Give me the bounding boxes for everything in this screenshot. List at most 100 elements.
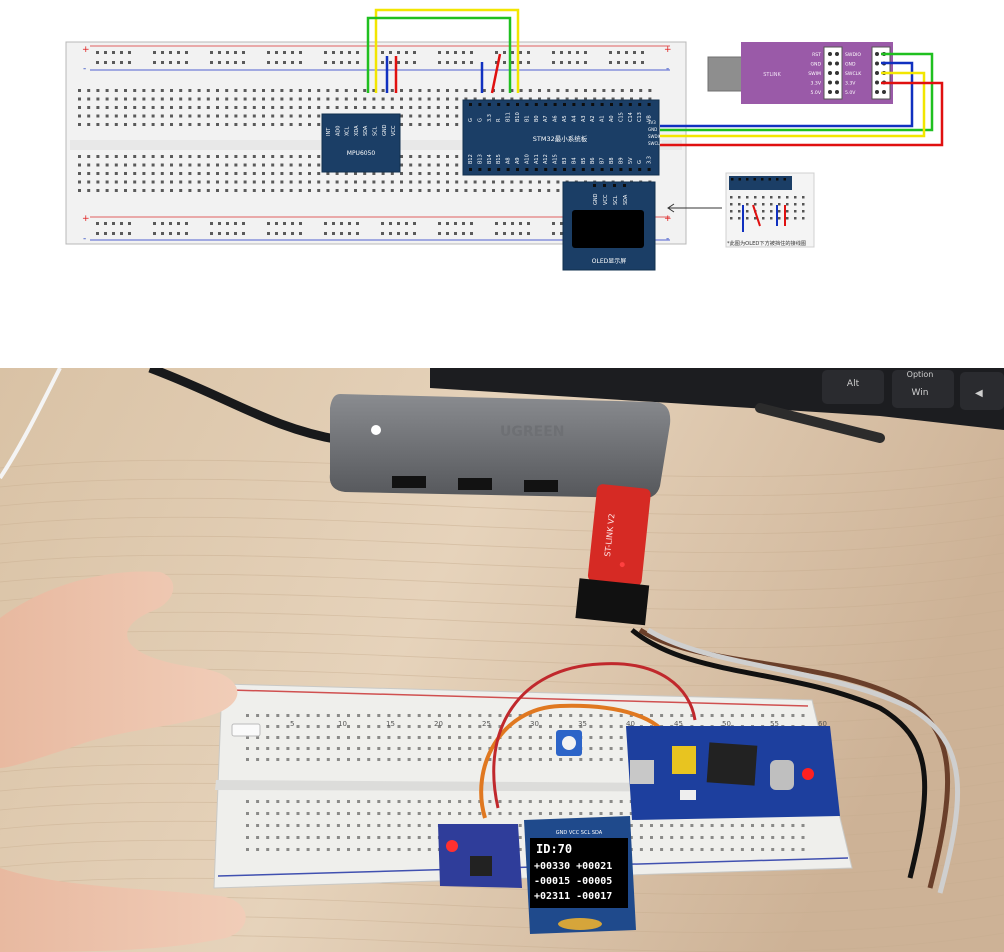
photo-bb-hole bbox=[498, 714, 502, 717]
stm32-top-pin-label: A1 bbox=[600, 115, 606, 122]
bb-hole bbox=[78, 189, 81, 192]
bb-hole bbox=[584, 89, 587, 92]
photo-bb-hole bbox=[589, 800, 593, 803]
photo-bb-hole bbox=[326, 758, 330, 761]
photo-bb-hole bbox=[518, 812, 522, 815]
key-win-label: Win bbox=[912, 388, 929, 398]
bb-hole bbox=[87, 163, 91, 167]
bb-hole bbox=[344, 97, 348, 101]
bb-hole bbox=[262, 114, 265, 118]
stlink-left-pin-label: 5.0V bbox=[811, 90, 822, 96]
bb-hole bbox=[418, 163, 422, 167]
bb-hole bbox=[234, 163, 238, 167]
bb-hole bbox=[206, 97, 210, 101]
bb-hole bbox=[639, 89, 643, 92]
stm32-pin-hole bbox=[525, 168, 529, 171]
photo-bb-hole bbox=[619, 800, 623, 803]
photo-bb-hole bbox=[781, 836, 785, 839]
bb-hole bbox=[243, 89, 247, 92]
bb-hole bbox=[372, 189, 376, 192]
bb-hole bbox=[262, 180, 265, 184]
bb-hole bbox=[87, 189, 91, 192]
photo-oled-line-3: -00015 -00005 bbox=[534, 876, 612, 887]
bb-hole bbox=[280, 155, 284, 158]
bb-hole bbox=[206, 123, 210, 126]
oled-pin-hole bbox=[623, 184, 626, 187]
bb-hole bbox=[335, 89, 339, 92]
bb-hole bbox=[409, 172, 413, 175]
bb-hole bbox=[464, 97, 468, 101]
stm32-top-pin-label: A4 bbox=[571, 115, 577, 122]
photo-bb-hole bbox=[286, 848, 290, 851]
photo-bb-hole bbox=[357, 736, 361, 739]
bb-hole bbox=[397, 51, 400, 54]
inset-arrow-head bbox=[667, 203, 675, 213]
photo-bb-hole bbox=[478, 736, 482, 739]
photo-bb-hole bbox=[670, 714, 674, 717]
photo-bb-hole bbox=[316, 812, 320, 815]
photo-bb-hole bbox=[801, 836, 805, 839]
bb-hole bbox=[454, 222, 457, 225]
bb-hole bbox=[218, 222, 221, 225]
bb-hole bbox=[438, 232, 441, 235]
key-alt bbox=[822, 370, 884, 404]
stlink-dongle-led bbox=[619, 562, 625, 568]
bb-hole bbox=[413, 61, 416, 64]
bb-hole bbox=[151, 155, 155, 158]
bb-hole bbox=[160, 180, 164, 184]
bb-hole bbox=[87, 114, 91, 118]
photo-bb-hole bbox=[306, 824, 310, 827]
oled-pin-hole bbox=[613, 184, 616, 187]
wire-red-33v bbox=[660, 81, 944, 147]
bb-hole bbox=[538, 189, 541, 192]
bb-hole bbox=[611, 89, 615, 92]
photo-bb-hole bbox=[397, 747, 401, 750]
photo-bb-hole bbox=[478, 725, 482, 728]
bb-hole bbox=[455, 106, 459, 109]
bb-hole bbox=[151, 106, 155, 109]
bb-hole bbox=[568, 61, 571, 64]
bb-hole bbox=[267, 222, 270, 225]
photo-bb-hole bbox=[276, 800, 280, 803]
photo-bb-hole bbox=[518, 736, 522, 739]
bb-hole bbox=[527, 222, 530, 225]
bb-hole bbox=[105, 89, 109, 92]
bb-hole bbox=[400, 97, 403, 101]
bb-hole bbox=[275, 51, 278, 54]
photo-bb-hole bbox=[549, 725, 552, 728]
bb-hole bbox=[381, 172, 385, 175]
photo-bb-hole bbox=[407, 758, 411, 761]
photo-bb-hole bbox=[427, 812, 431, 815]
photo-bb-hole bbox=[650, 824, 653, 827]
mpu6050-pin-label: XDA bbox=[354, 125, 360, 136]
bb-hole bbox=[289, 163, 293, 167]
bb-hole bbox=[161, 51, 164, 54]
photo-bb-hole bbox=[771, 848, 775, 851]
photo-bb-hole bbox=[579, 800, 583, 803]
bb-hole bbox=[492, 189, 495, 192]
bb-hole bbox=[96, 97, 100, 101]
bb-hole bbox=[356, 222, 359, 225]
bb-hole bbox=[464, 189, 468, 192]
stm32-bottom-pin-label: B5 bbox=[581, 157, 587, 164]
bb-hole bbox=[324, 222, 327, 225]
photo-bb-hole bbox=[710, 824, 714, 827]
bb-hole bbox=[114, 172, 118, 175]
photo-wire-red bbox=[492, 662, 697, 809]
bb-hole bbox=[547, 189, 551, 192]
stlink-usb-plug bbox=[707, 56, 744, 92]
bb-hole bbox=[363, 89, 367, 92]
bb-hole bbox=[206, 155, 210, 158]
bb-hole bbox=[528, 189, 532, 192]
bb-hole bbox=[354, 189, 357, 192]
photo-bb-hole bbox=[670, 848, 674, 851]
photo-bb-hole bbox=[407, 824, 411, 827]
photo-bb-hole bbox=[730, 824, 734, 827]
bb-hole bbox=[560, 232, 563, 235]
bb-hole bbox=[427, 189, 431, 192]
bb-hole bbox=[112, 61, 115, 64]
stm32-top-pin-label: A6 bbox=[553, 115, 559, 122]
photo-bb-hole bbox=[437, 758, 441, 761]
bb-hole bbox=[225, 123, 229, 126]
bb-hole bbox=[405, 232, 408, 235]
